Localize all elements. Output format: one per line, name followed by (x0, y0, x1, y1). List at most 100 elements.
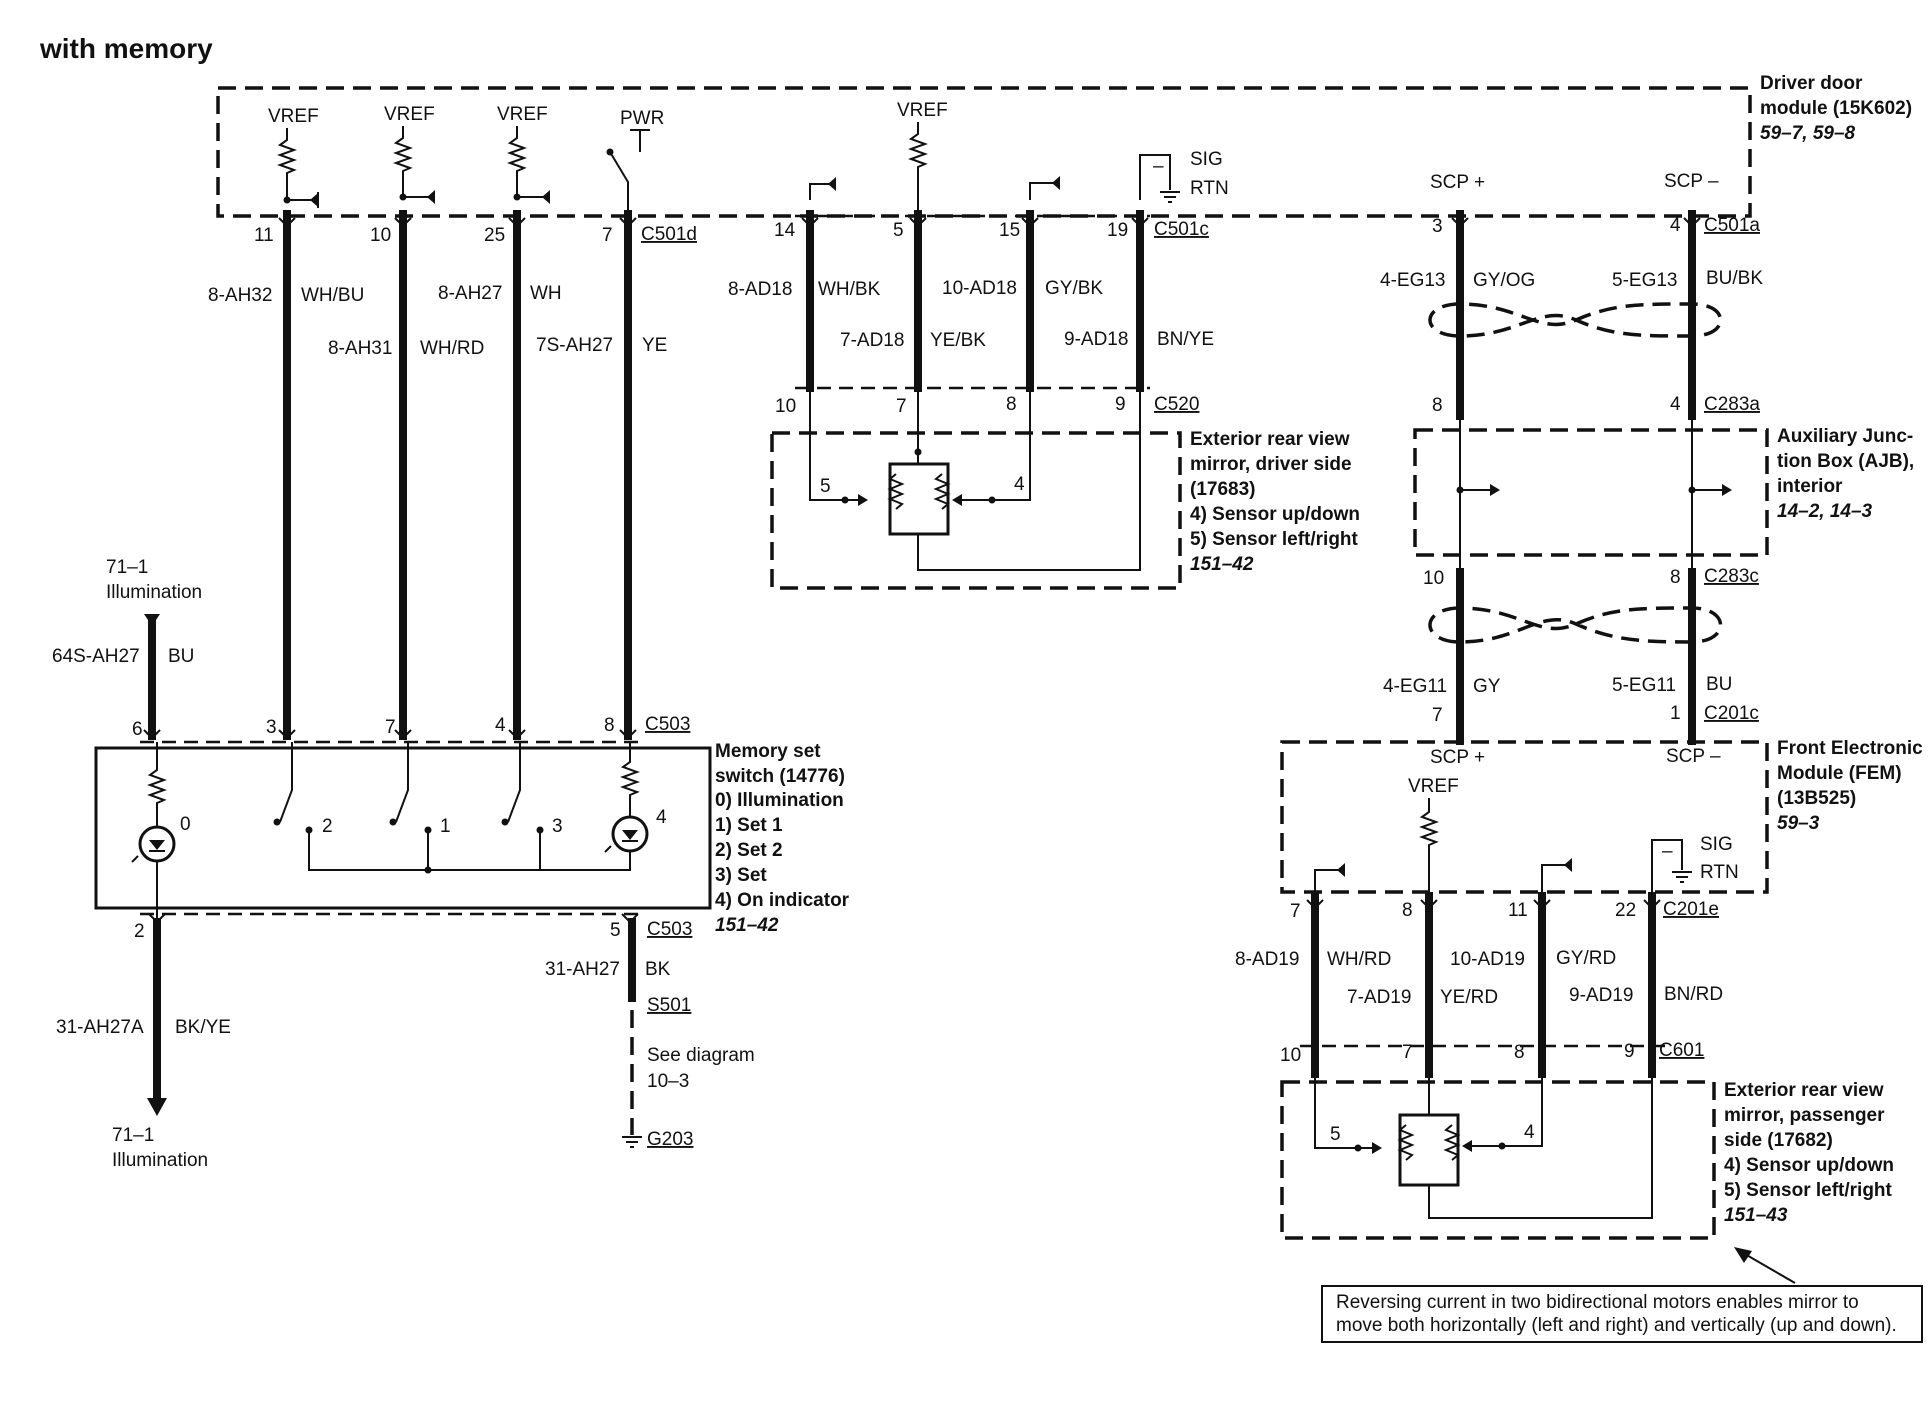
fem-ref: 59–3 (1777, 813, 1820, 834)
pin-3: 3 (1432, 216, 1443, 237)
driver-door-module-name-1: Driver door (1760, 73, 1863, 94)
svg-text:5: 5 (820, 476, 831, 497)
ajb-ref: 14–2, 14–3 (1777, 501, 1873, 522)
wire-color-GY-RD: GY/RD (1556, 948, 1616, 969)
pin-c503-5: 5 (610, 920, 621, 941)
wire-color-BU-2: BU (168, 646, 194, 667)
pin-c201c-1: 1 (1670, 703, 1681, 724)
pin-c503-4: 4 (495, 715, 506, 736)
pin-15: 15 (999, 220, 1020, 241)
wire-label-31-AH27A: 31-AH27A (56, 1017, 144, 1038)
memory-switch-name-1: Memory set (715, 741, 821, 762)
pin-c201e-11: 11 (1508, 900, 1528, 921)
wire-label-10-AD19: 10-AD19 (1450, 949, 1525, 970)
pin-c283c-10: 10 (1423, 568, 1444, 589)
ajb-name-2: tion Box (AJB), (1777, 451, 1914, 472)
connector-c501d: C501d (641, 224, 697, 245)
wire-label-8-AH31: 8-AH31 (328, 338, 392, 359)
fem-name-1: Front Electronic (1777, 738, 1923, 759)
scp-plus-label: SCP + (1430, 172, 1485, 193)
illumination-top-label: Illumination (106, 582, 202, 603)
wire-color-BK-YE: BK/YE (175, 1017, 231, 1038)
pin-c201c-7: 7 (1432, 705, 1443, 726)
pin-11: 11 (254, 225, 274, 246)
twisted-pair-1 (1428, 302, 1723, 338)
driver-door-module-ref: 59–7, 59–8 (1760, 123, 1856, 144)
wire-label-8-AH32: 8-AH32 (208, 285, 272, 306)
fem-scp-minus: SCP – (1666, 746, 1721, 767)
wire-label-8-AH27: 8-AH27 (438, 283, 502, 304)
twisted-pair-2 (1428, 606, 1723, 644)
connector-c283c: C283c (1704, 566, 1759, 587)
memory-switch-ref: 151–42 (715, 915, 779, 936)
passenger-mirror-item-5: 5) Sensor left/right (1724, 1180, 1893, 1201)
svg-text:1: 1 (440, 816, 451, 837)
svg-text:4: 4 (656, 807, 667, 828)
wire-label-9-AD18: 9-AD18 (1064, 329, 1128, 350)
pin-c520-8: 8 (1006, 394, 1017, 415)
pin-14: 14 (774, 220, 796, 241)
ajb-name-1: Auxiliary Junc- (1777, 426, 1913, 447)
svg-text:VREF: VREF (497, 104, 548, 125)
pin-c520-9: 9 (1115, 394, 1126, 415)
svg-text:–: – (1153, 156, 1164, 177)
see-diagram-2: 10–3 (647, 1071, 689, 1092)
pin-c601-7: 7 (1402, 1042, 1413, 1063)
illumination-top-ref: 71–1 (106, 557, 148, 578)
memory-switch-module: 0 2 1 3 4 (94, 742, 712, 930)
vref-resistor-1: VREF (268, 106, 319, 208)
c501c-group: VREF – SIG RTN (809, 100, 1229, 210)
connector-c601: C601 (1659, 1040, 1704, 1061)
pin-c601-10: 10 (1280, 1045, 1301, 1066)
svg-text:VREF: VREF (897, 100, 948, 121)
ajb-name-3: interior (1777, 476, 1843, 497)
wire-label-7-AD19: 7-AD19 (1347, 987, 1411, 1008)
wire-label-8-AD19: 8-AD19 (1235, 949, 1299, 970)
wire-color-YE-RD: YE/RD (1440, 987, 1498, 1008)
memory-switch-item-1: 1) Set 1 (715, 815, 783, 836)
driver-mirror-name-1: Exterior rear view (1190, 429, 1350, 450)
pin-c283a-4: 4 (1670, 394, 1681, 415)
svg-text:SIG: SIG (1700, 834, 1733, 855)
pin-c201e-7: 7 (1290, 901, 1301, 922)
pin-c503-8: 8 (604, 715, 615, 736)
wire-label-8-AD18: 8-AD18 (728, 279, 792, 300)
connector-c503-top: C503 (645, 714, 690, 735)
fem-name-2: Module (FEM) (1777, 763, 1902, 784)
driver-mirror-name-2: mirror, driver side (1190, 454, 1352, 475)
svg-text:PWR: PWR (620, 108, 664, 129)
illumination-bottom-label: Illumination (112, 1150, 208, 1171)
wire-label-5-EG11: 5-EG11 (1612, 675, 1676, 696)
pin-c201e-22: 22 (1615, 900, 1636, 921)
svg-text:VREF: VREF (384, 104, 435, 125)
passenger-mirror-name-1: Exterior rear view (1724, 1080, 1884, 1101)
connector-c201c: C201c (1704, 703, 1759, 724)
scp-minus-label: SCP – (1664, 171, 1719, 192)
splice-s501: S501 (647, 995, 691, 1016)
passenger-mirror-item-4: 4) Sensor up/down (1724, 1155, 1894, 1176)
pin-4: 4 (1670, 215, 1681, 236)
svg-text:RTN: RTN (1700, 862, 1739, 883)
wire-color-WH: WH (530, 283, 562, 304)
passenger-mirror-ref: 151–43 (1724, 1205, 1788, 1226)
wire-color-BU-BK: BU/BK (1706, 268, 1763, 289)
pin-c283c-8: 8 (1670, 567, 1681, 588)
wire-color-GY: GY (1473, 676, 1501, 697)
wire-color-BK: BK (645, 959, 671, 980)
wire-label-7S-AH27: 7S-AH27 (536, 335, 613, 356)
wire-color-WH-RD: WH/RD (420, 338, 484, 359)
pin-c201e-8: 8 (1402, 900, 1413, 921)
connector-c501a: C501a (1704, 215, 1760, 236)
passenger-mirror-name-3: side (17682) (1724, 1130, 1833, 1151)
illumination-bottom-ref: 71–1 (112, 1125, 154, 1146)
fem-vref-resistor: VREF – SIG RTN (1314, 776, 1739, 900)
passenger-mirror-module: 5 4 (1280, 1078, 1716, 1240)
ground-g203: G203 (647, 1129, 693, 1150)
passenger-mirror-name-2: mirror, passenger (1724, 1105, 1885, 1126)
diagram-title: with memory (39, 33, 213, 64)
svg-text:VREF: VREF (268, 106, 319, 127)
see-diagram-1: See diagram (647, 1045, 755, 1066)
svg-text:5: 5 (1330, 1124, 1341, 1145)
